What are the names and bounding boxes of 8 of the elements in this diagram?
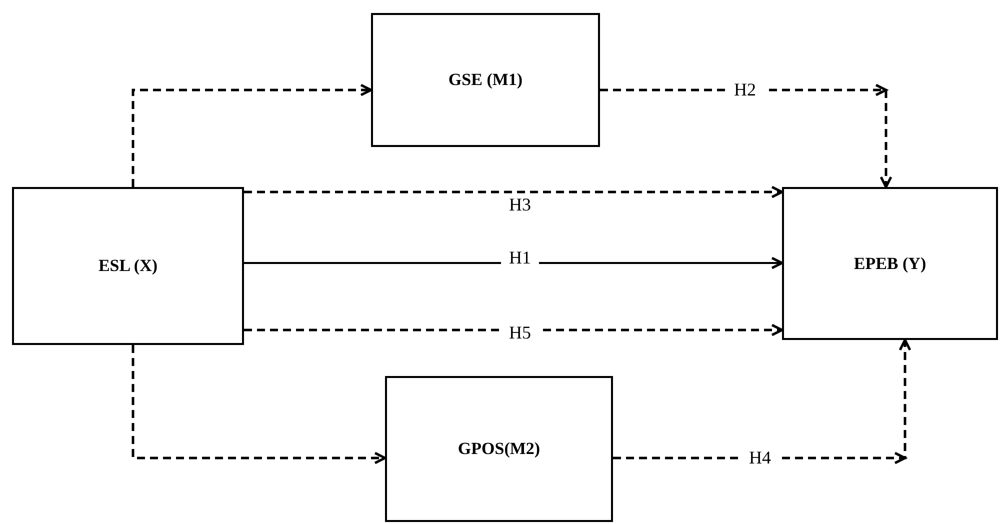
box-label: EPEB (Y)	[852, 252, 928, 274]
box-label: GSE (M1)	[447, 69, 524, 91]
box-label: ESL (X)	[98, 255, 158, 277]
box-label: GPOS(M2)	[456, 438, 542, 460]
process-box	[385, 376, 613, 522]
process-box	[12, 187, 244, 345]
process-box	[371, 13, 600, 147]
process-box	[782, 187, 998, 340]
